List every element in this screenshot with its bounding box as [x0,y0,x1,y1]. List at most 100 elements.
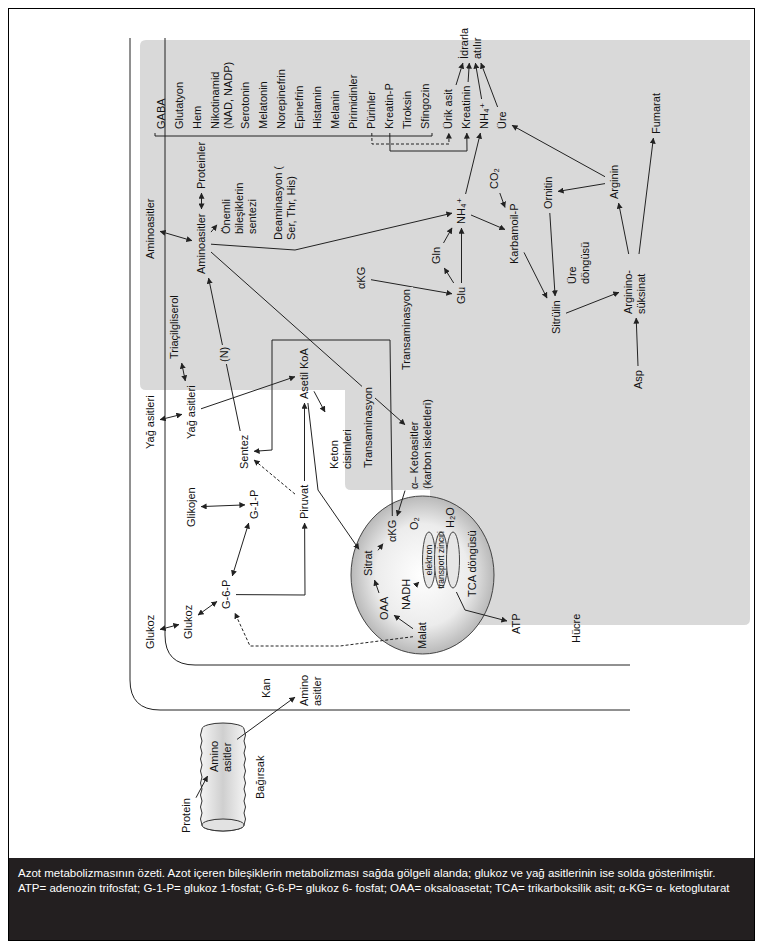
node-text: Nikotinamid (NAD, NADP) [209,57,235,129]
node-text: αKG [386,520,399,542]
metabolite-label: Üre döngüsü [566,227,592,285]
node-text: Glukoz [182,605,195,639]
node-text: Üre [496,111,509,129]
reaction-arrow [639,138,653,254]
metabolite-label: Arginino- süksinat [622,257,648,315]
metabolite-label: Gln [430,246,443,265]
metabolite-label: Glikojen [185,486,198,528]
metabolite-label: Amino asitler [298,664,324,707]
node-text: Melanin [329,90,342,129]
reaction-arrow [512,125,605,176]
metabolite-label: Yağ asitleri [144,394,157,450]
metabolite-label: G-6-P [220,579,233,610]
node-text: Epinefrin [293,86,306,129]
region-label: Kan [260,676,273,700]
metabolite-label: Glukoz [144,614,157,650]
reaction-arrow [619,203,629,254]
metabolite-label: CO₂ [488,167,501,190]
node-text: Proteinler [195,142,208,189]
metabolite-label: Üre [496,110,509,130]
reaction-arrow [160,231,192,240]
diagram-stage: Bağırsak Amino asitlerProtein Amino asitle… [10,10,752,850]
node-text: αKG [355,267,368,289]
reaction-arrow [254,340,392,516]
region-label: Hücre [570,612,583,645]
reaction-arrow [201,505,245,507]
reaction-arrow [444,228,453,243]
node-text: Sitrat [362,550,375,576]
background-illustration [10,10,752,850]
reaction-arrow [198,601,217,615]
metabolite-label: ATP [510,612,523,635]
node-text: Ürik asit [442,89,455,129]
reaction-arrow [160,414,182,419]
metabolite-label: Keton cisimleri [328,414,354,470]
node-text: H₂O [444,507,457,528]
reaction-label: Deaminasyon ( Ser, Thr, His) [272,156,298,242]
blood-outer-line [130,38,630,710]
reaction-arrow [466,133,481,194]
reaction-arrow [475,63,481,99]
reaction-label: Transaminasyon [400,287,413,372]
reaction-arrow [566,292,619,313]
node-text: ATP [510,613,523,634]
metabolite-label: Hem [191,105,204,130]
metabolite-label: Pürinler [365,90,378,130]
metabolite-label: Kreatinin [460,85,473,130]
metabolite-label: α– Ketoasitler (karbon iskeletleri) [408,388,434,490]
metabolite-label: Sitrülin [550,299,563,335]
reaction-arrow [468,63,469,82]
reaction-arrow [500,193,505,207]
node-text: Keton cisimleri [328,415,354,469]
reaction-arrow [461,228,462,283]
metabolite-label: GABA [155,97,168,130]
node-text: Üre döngüsü [566,228,592,284]
metabolite-label: Sitrat [362,549,375,577]
node-text: Bağırsak [254,756,267,799]
metabolite-label: Serotonin [239,81,252,130]
reaction-arrow [558,184,605,192]
product-bracket [155,133,432,136]
metabolite-label: G-1-P [248,489,261,520]
metabolite-label: Nikotinamid (NAD, NADP) [209,56,235,130]
reaction-arrow [456,63,463,85]
node-text: Histamin [311,86,324,129]
node-text: Piruvat [298,485,311,519]
metabolite-label: Pirimidinler [347,74,360,130]
metabolite-label: Amino asitler [208,729,234,773]
metabolite-label: Protein [180,797,193,834]
connector-layer [10,10,752,850]
node-text: GABA [155,98,168,129]
reaction-arrow [211,252,405,425]
metabolite-label: αKG [355,266,368,290]
metabolite-label: Glukoz [182,604,195,640]
metabolite-label: Aminoasitler [144,197,157,260]
node-text: Ornitin [542,177,555,209]
reaction-arrow [636,318,638,366]
node-text: Norepinefrin [275,69,288,129]
node-text: Yağ asitleri [144,395,157,449]
node-text: Gln [430,247,443,264]
metabolite-label: NH₄⁺ [455,197,468,225]
node-text: Glutatyon [173,82,186,129]
reaction-arrow [201,193,202,209]
node-text: elektron transport zinciri [422,531,447,589]
metabolite-label: Asetil KoA [298,347,311,400]
node-text: Asp [632,370,645,389]
reaction-arrow [160,625,179,630]
nitrogen-shaded-area [140,40,750,625]
metabolite-label: Melatonin [257,80,270,130]
intestine-tube: Bağırsak Amino asitler [198,717,272,835]
reaction-arrow [182,363,186,381]
node-text: Pürinler [365,91,378,129]
node-text: İdrarla atılır [458,15,484,59]
metabolite-label: Melanin [329,89,342,130]
node-text: Melatonin [257,81,270,129]
metabolite-label: İdrarla atılır [458,14,484,60]
reaction-arrow [211,225,217,232]
node-text: OAA [378,597,391,620]
metabolite-label: Kreatin-P [383,82,396,130]
node-text: NH₄⁺ [455,198,468,224]
node-text: Glikojen [185,487,198,527]
metabolite-label: Ürik asit [442,88,455,130]
